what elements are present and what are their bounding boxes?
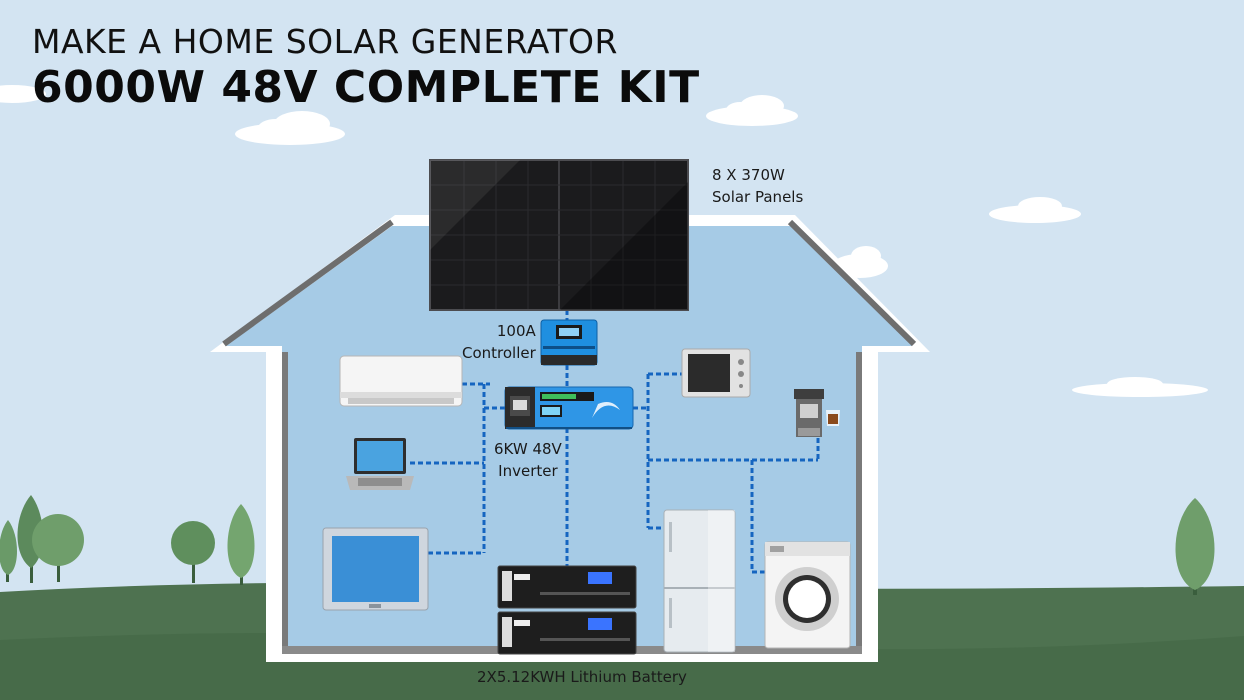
charge-controller-icon [540, 319, 598, 366]
inverter-label: 6KW 48V Inverter [494, 438, 562, 482]
wiring [410, 310, 820, 574]
lithium-battery-icon [497, 565, 637, 655]
inverter-icon [504, 386, 634, 430]
tree-icon [0, 520, 17, 582]
cloud-icon [0, 85, 46, 103]
solar-panel-icon [429, 159, 689, 311]
tree-icon [227, 504, 255, 585]
cloud-icon [706, 95, 798, 126]
laptop-icon [346, 438, 414, 490]
title-line-1: MAKE A HOME SOLAR GENERATOR [32, 22, 618, 61]
coffee-machine-icon [794, 389, 840, 437]
cloud-icon [989, 197, 1081, 223]
inverter-label-line-1: 6KW 48V [494, 440, 562, 458]
solar-panels-label-line-1: 8 X 370W [712, 166, 785, 184]
refrigerator-icon [663, 509, 736, 653]
air-conditioner-icon [339, 355, 463, 407]
solar-panels-label: 8 X 370W Solar Panels [712, 164, 803, 208]
microwave-icon [681, 348, 751, 398]
solar-panels-label-line-2: Solar Panels [712, 188, 804, 206]
controller-label-line-1: 100A [496, 322, 536, 340]
inverter-label-line-2: Inverter [498, 462, 558, 480]
cloud-icon [1072, 377, 1208, 397]
tree-icon [32, 514, 84, 582]
tree-icon [1175, 498, 1215, 595]
battery-label: 2X5.12KWH Lithium Battery [477, 668, 687, 686]
title-line-2: 6000W 48V COMPLETE KIT [32, 62, 700, 113]
controller-label: 100A Controller [462, 320, 536, 364]
tree-icon [171, 521, 215, 583]
tv-monitor-icon [322, 527, 429, 611]
controller-label-line-2: Controller [462, 344, 536, 362]
washing-machine-icon [764, 541, 851, 649]
cloud-icon [235, 111, 345, 145]
